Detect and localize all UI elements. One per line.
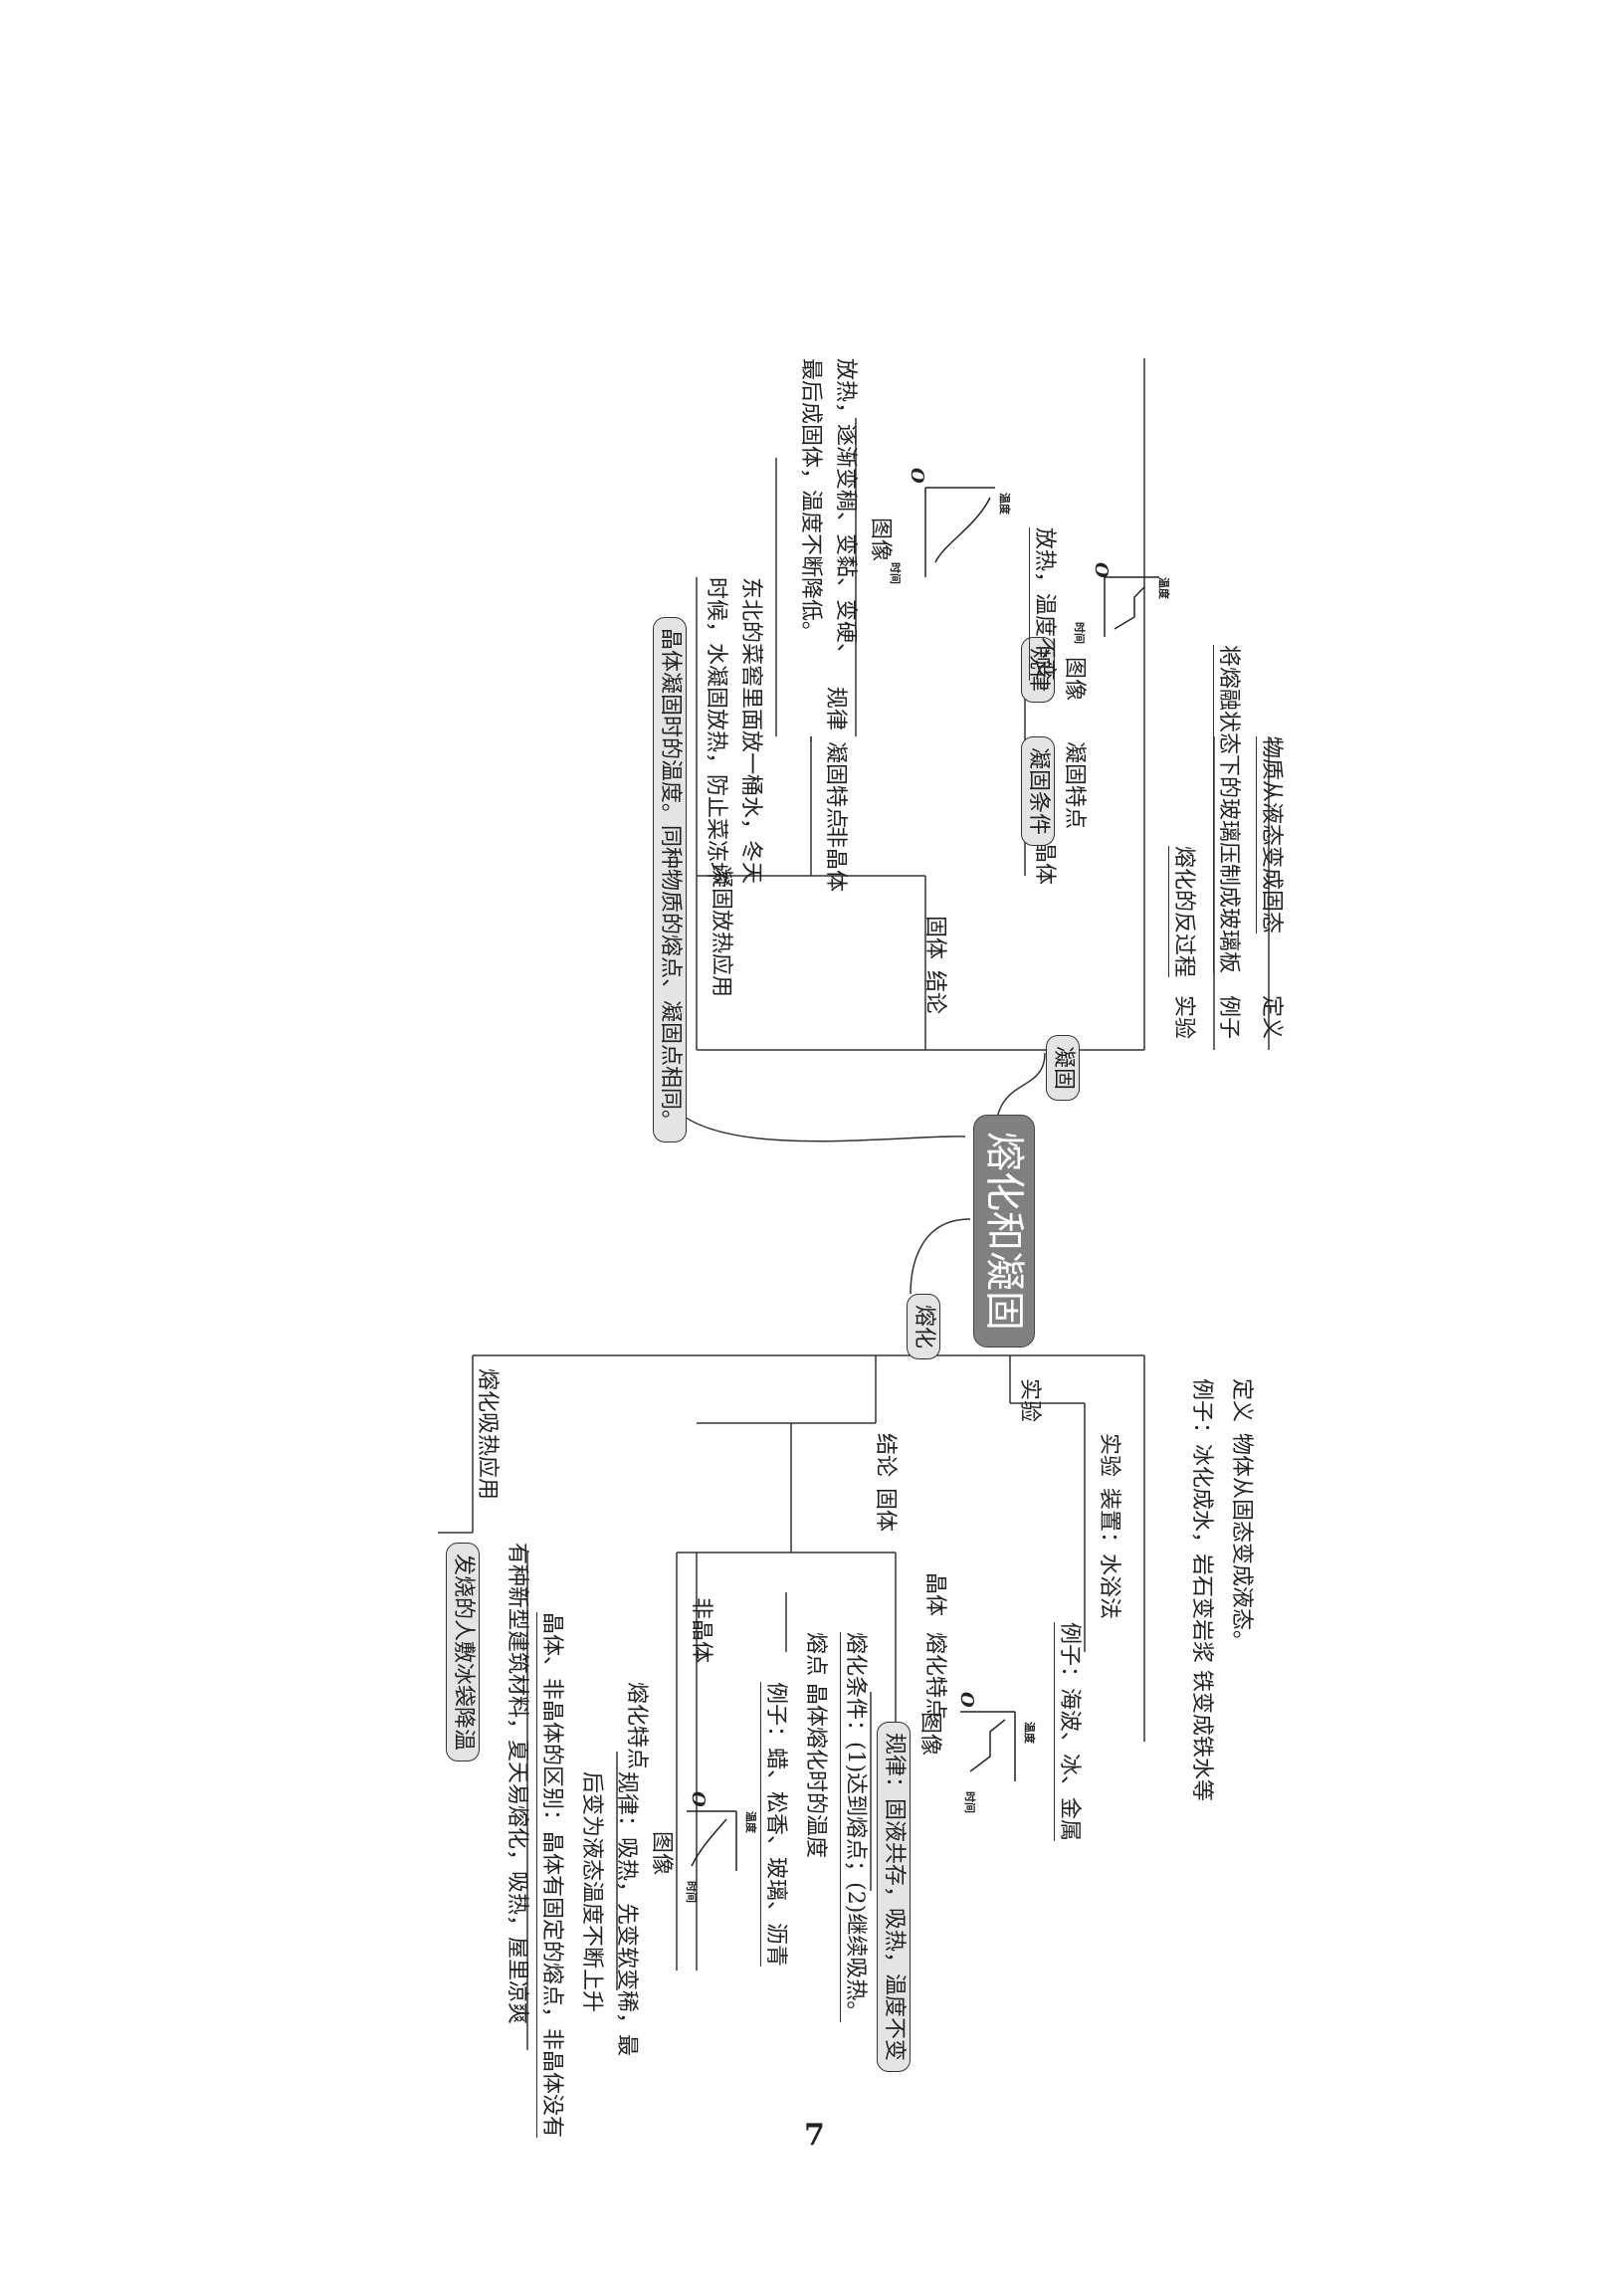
solid-definition-text: 物质从液态变成固态 [1256,736,1284,934]
page-number: 7 [804,2118,825,2153]
solid-crystal-axis-time: 时间 [1073,622,1086,644]
melt-application-line2: 发烧的人敷冰袋降温 [446,1543,480,1762]
solid-crystal-label: 晶体 [1032,841,1057,886]
melt-crystal-melting-point: 熔点 晶体熔化时的温度 [803,1632,828,1858]
solid-amorphous-feature: 凝固特点 [823,741,848,830]
melt-experiment-sub: 实验 [1097,1433,1121,1478]
melt-amorphous-rule-line1: 规律：吸热，先变软变稀，最 [614,1771,639,2057]
melt-amorphous-label: 非晶体 [689,1597,713,1664]
melt-example-text: 例子：冰化成水，岩石变岩浆 铁变成铁水等 [1189,1378,1214,1801]
melt-crystal-origin: O [956,1692,977,1708]
solid-amorphous-origin: O [907,468,927,484]
melt-amorphous-origin: O [688,1791,709,1807]
solid-amorphous-rule-line2: 最后成固体，温度不断降低。 [798,358,823,644]
melt-conclusion-label: 结论 [873,1433,898,1478]
solid-amorphous-axis-time: 时间 [889,562,902,584]
melt-crystal-axis-temp: 温度 [1023,1722,1036,1744]
melt-experiment-device: 装置：水浴法 [1097,1488,1121,1620]
solid-amorphous-rule: 规律 [823,687,848,731]
solid-experiment-text: 熔化的反过程 [1168,846,1196,978]
solid-crystal-image: 图像 [1062,657,1087,702]
link-center-melting [910,1218,971,1295]
melt-crystal-image: 图像 [917,1712,942,1757]
solid-amorphous-axis-temp: 温度 [998,493,1011,515]
solid-amorphous-image: 图像 [868,518,893,562]
melt-amorphous-feature: 熔化特点 [624,1682,649,1770]
melt-crystal-feature: 熔化特点 [922,1632,947,1721]
central-topic: 熔化和凝固 [973,1115,1035,1347]
branch-solidification: 凝固 [1046,1035,1080,1102]
melt-amorphous-image: 图像 [649,1831,674,1876]
melt-application-line1: 有种新型建筑材料，夏天易熔化，吸热，屋里凉爽 [505,1543,529,2025]
solid-application-label: 凝固放热应用 [709,866,733,998]
melt-definition-text: 物体从固态变成液态。 [1229,1433,1254,1653]
solid-amorphous-rule-line1: 放热，逐渐变稠、变黏、变硬、 [833,358,858,666]
melt-crystal-axis-time: 时间 [963,1791,976,1813]
solid-application-line1: 东北的菜窖里面放一桶水，冬天 [738,577,763,885]
solid-example-label: 例子 [1216,995,1241,1040]
melt-definition-label: 定义 [1229,1378,1254,1423]
melt-experiment-examples: 例子：海波、冰、金属 [1054,1622,1082,1842]
solid-crystal-feature: 凝固特点 [1062,741,1087,830]
solid-amorphous-label: 非晶体 [823,826,848,893]
melt-crystal-label: 晶体 [922,1572,947,1617]
solid-application-line2: 时候，水凝固放热，防止菜冻坏 [704,577,728,885]
graph-solid-crystal [1104,576,1159,637]
solid-experiment-label: 实验 [1171,995,1196,1040]
melt-amorphous-axis-temp: 温度 [744,1811,757,1833]
branch-melting: 熔化 [907,1294,940,1360]
melt-solid-label: 固体 [873,1488,898,1533]
graph-solid-amorphous [924,487,995,577]
graph-melt-crystal [960,1711,1016,1781]
melt-crystal-condition: 熔化条件：(1)达到熔点；(2)继续吸热。 [840,1632,868,2023]
solid-crystal-point-note: 晶体凝固时的温度。同种物质的熔点、凝固点相同。 [653,617,687,1143]
solid-crystal-condition: 凝固条件 [1021,736,1055,847]
melt-application-label: 熔化吸热应用 [475,1368,500,1501]
melt-crystal-rule: 规律：固液共存，吸热，温度不变 [877,1722,911,2073]
melt-amorphous-axis-time: 时间 [685,1881,698,1903]
melt-amorphous-examples: 例子：蜡、松香、玻璃、沥青 [760,1682,788,1968]
melt-experiment-label: 实验 [1017,1378,1042,1423]
solid-example-text: 将熔融状态下的玻璃压制成玻璃板 [1213,645,1241,974]
solid-crystal-axis-temp: 温度 [1157,577,1170,599]
solid-crystal-rule-text: 放热，温度不变 [1029,527,1057,682]
graph-melt-amorphous [687,1810,737,1871]
solid-conclusion-label: 结论 [922,970,947,1015]
solid-solid-label: 固体 [922,916,947,960]
melt-amorphous-rule-line2: 后变为液态温度不断上升 [579,1771,604,2013]
melt-difference: 晶体、非晶体的区别：晶体有固定的熔点，非晶体没有 [536,1612,564,2139]
solid-definition-label: 定义 [1259,995,1284,1040]
solid-crystal-origin: O [1091,562,1112,578]
